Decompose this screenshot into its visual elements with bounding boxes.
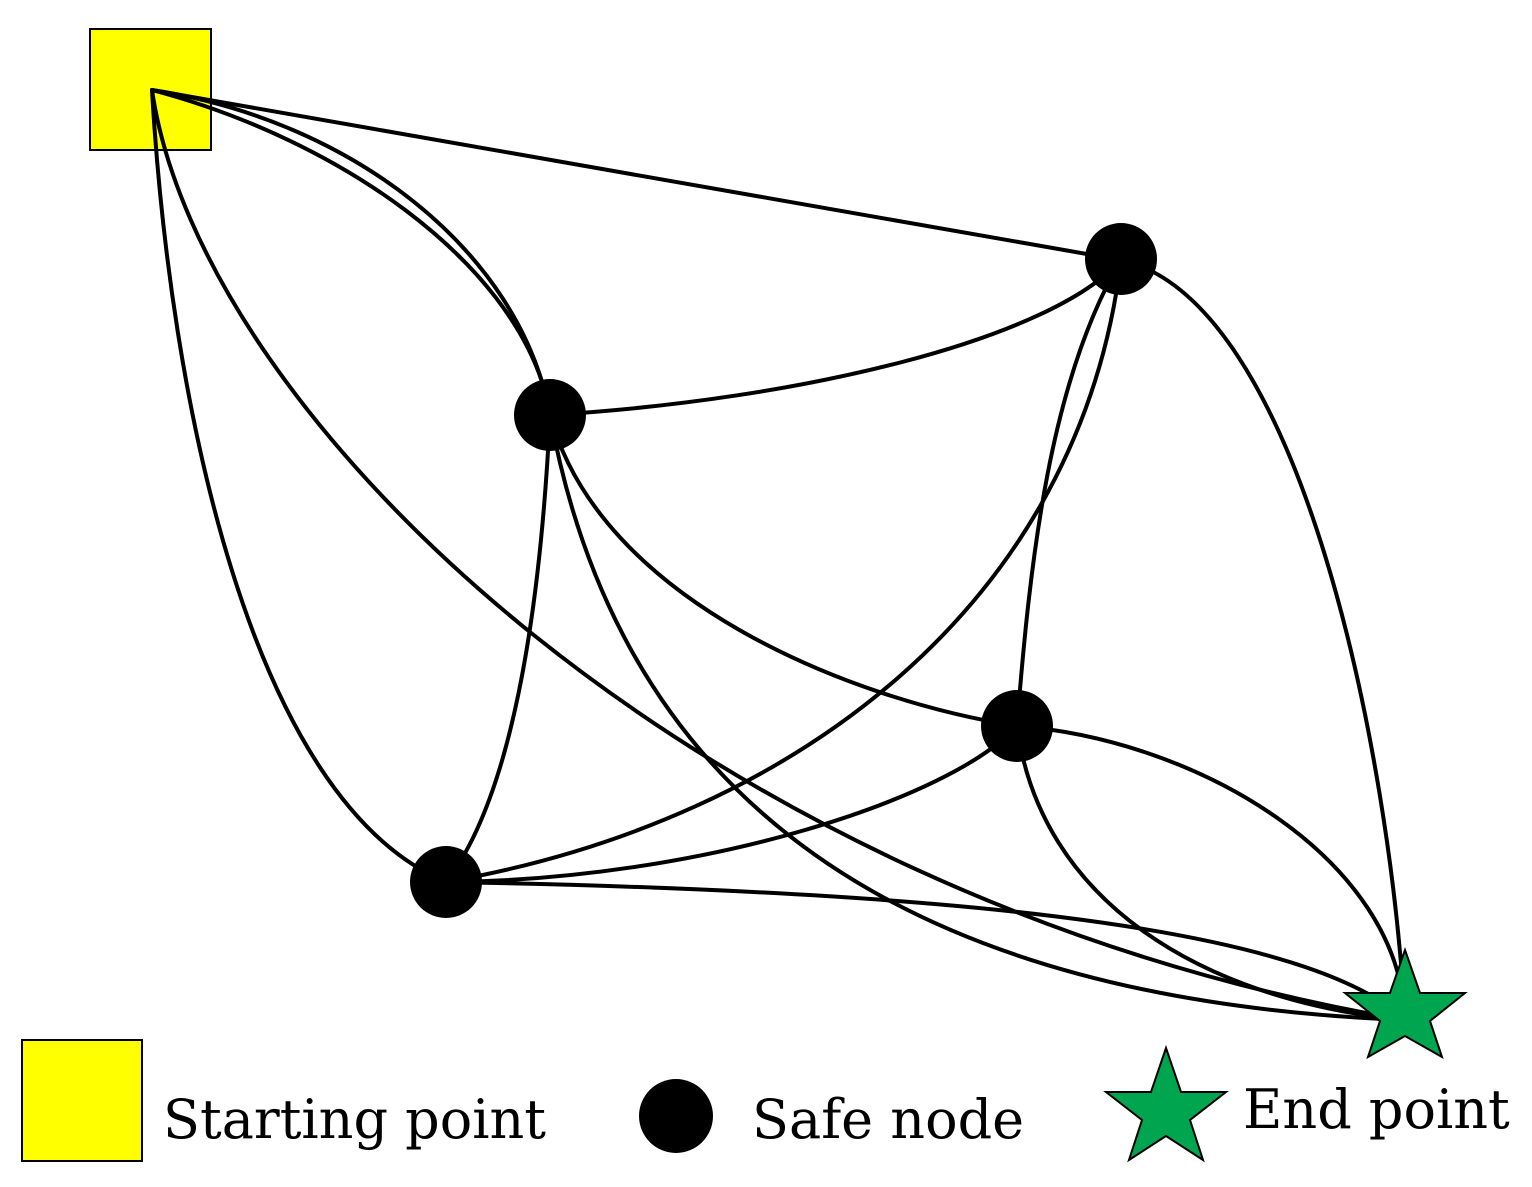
legend-end-swatch	[1103, 1044, 1229, 1163]
safe-node-bottom-right	[981, 690, 1053, 762]
edge-start-to-end-point	[150, 88, 1407, 1022]
legend-safe-label: Safe node	[752, 1088, 1024, 1151]
edge-node-top-right-to-node-bottom-right	[1015, 258, 1123, 728]
edge-node-bottom-right-to-end-point	[1015, 724, 1407, 1022]
edges	[150, 88, 1407, 1022]
edge-start-to-node-center-2	[150, 88, 548, 397]
edge-node-top-right-to-end-point	[1119, 258, 1407, 1022]
edge-start-to-node-bottom-left	[150, 88, 448, 884]
safe-node-top-right	[1085, 223, 1157, 295]
edge-start-to-node-top-right	[150, 88, 1123, 262]
edge-node-bottom-right-to-end-point-2	[1015, 724, 1407, 1022]
edge-node-center-to-node-top-right	[548, 258, 1123, 417]
legend-start-label: Starting point	[163, 1088, 546, 1151]
end-point-star	[1342, 946, 1468, 1060]
legend-safe-swatch	[639, 1079, 713, 1153]
edge-node-center-to-node-bottom-right	[548, 413, 1019, 728]
legend-start-swatch	[21, 1039, 143, 1162]
safe-node-bottom-left	[410, 846, 482, 918]
edge-node-center-to-end-point	[548, 413, 1407, 1022]
edge-node-bottom-left-to-end-point	[444, 880, 1407, 1022]
legend-end-label: End point	[1243, 1078, 1510, 1141]
safe-nodes	[410, 223, 1157, 918]
safe-node-center	[514, 379, 586, 451]
edge-node-top-right-to-node-bottom-left	[444, 258, 1123, 884]
legend: Starting point Safe node End point	[21, 1039, 1510, 1163]
edge-node-bottom-left-to-node-bottom-right	[444, 724, 1019, 884]
edge-node-center-to-node-bottom-left	[444, 413, 552, 884]
